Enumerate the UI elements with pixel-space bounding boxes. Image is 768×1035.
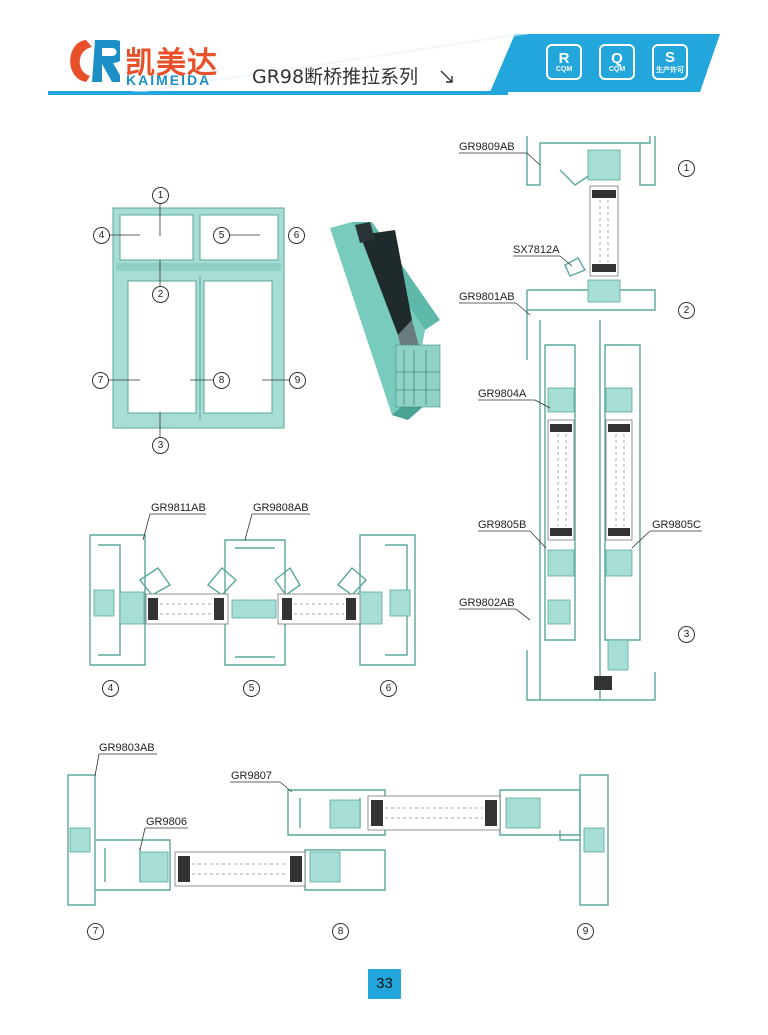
callout-1: 1 bbox=[678, 160, 695, 177]
callout-8: 8 bbox=[332, 923, 349, 940]
brand-name-cn: 凯美达 bbox=[125, 46, 218, 81]
callout-7: 7 bbox=[87, 923, 104, 940]
part-label: GR9805B bbox=[478, 519, 527, 531]
part-label: GR9807 bbox=[231, 770, 272, 782]
part-label: GR9802AB bbox=[459, 597, 515, 609]
part-label: GR9801AB bbox=[459, 291, 515, 303]
brand-name-en: KAIMEIDA bbox=[126, 72, 212, 88]
callout-9: 9 bbox=[577, 923, 594, 940]
part-label: GR9804A bbox=[478, 388, 527, 400]
callout-4: 4 bbox=[93, 227, 110, 244]
page-number: 33 bbox=[368, 969, 401, 999]
callout-5: 5 bbox=[213, 227, 230, 244]
kaimeida-logo-icon bbox=[70, 40, 120, 82]
callout-5: 5 bbox=[243, 680, 260, 697]
part-label: GR9809AB bbox=[459, 141, 515, 153]
callout-9: 9 bbox=[289, 372, 306, 389]
callout-3: 3 bbox=[152, 437, 169, 454]
arrow-icon bbox=[440, 70, 453, 83]
callout-8: 8 bbox=[213, 372, 230, 389]
callout-6: 6 bbox=[288, 227, 305, 244]
part-label: GR9806 bbox=[146, 816, 187, 828]
callout-4: 4 bbox=[102, 680, 119, 697]
part-label: GR9803AB bbox=[99, 742, 155, 754]
callout-2: 2 bbox=[152, 286, 169, 303]
part-label: SX7812A bbox=[513, 244, 560, 256]
callout-1: 1 bbox=[152, 187, 169, 204]
callout-7: 7 bbox=[92, 372, 109, 389]
part-label: GR9808AB bbox=[253, 502, 309, 514]
part-label: GR9811AB bbox=[151, 502, 206, 514]
callout-3: 3 bbox=[678, 626, 695, 643]
callout-6: 6 bbox=[380, 680, 397, 697]
series-title: GR98断桥推拉系列 bbox=[252, 66, 419, 88]
part-label: GR9805C bbox=[652, 519, 701, 531]
callout-2: 2 bbox=[678, 302, 695, 319]
